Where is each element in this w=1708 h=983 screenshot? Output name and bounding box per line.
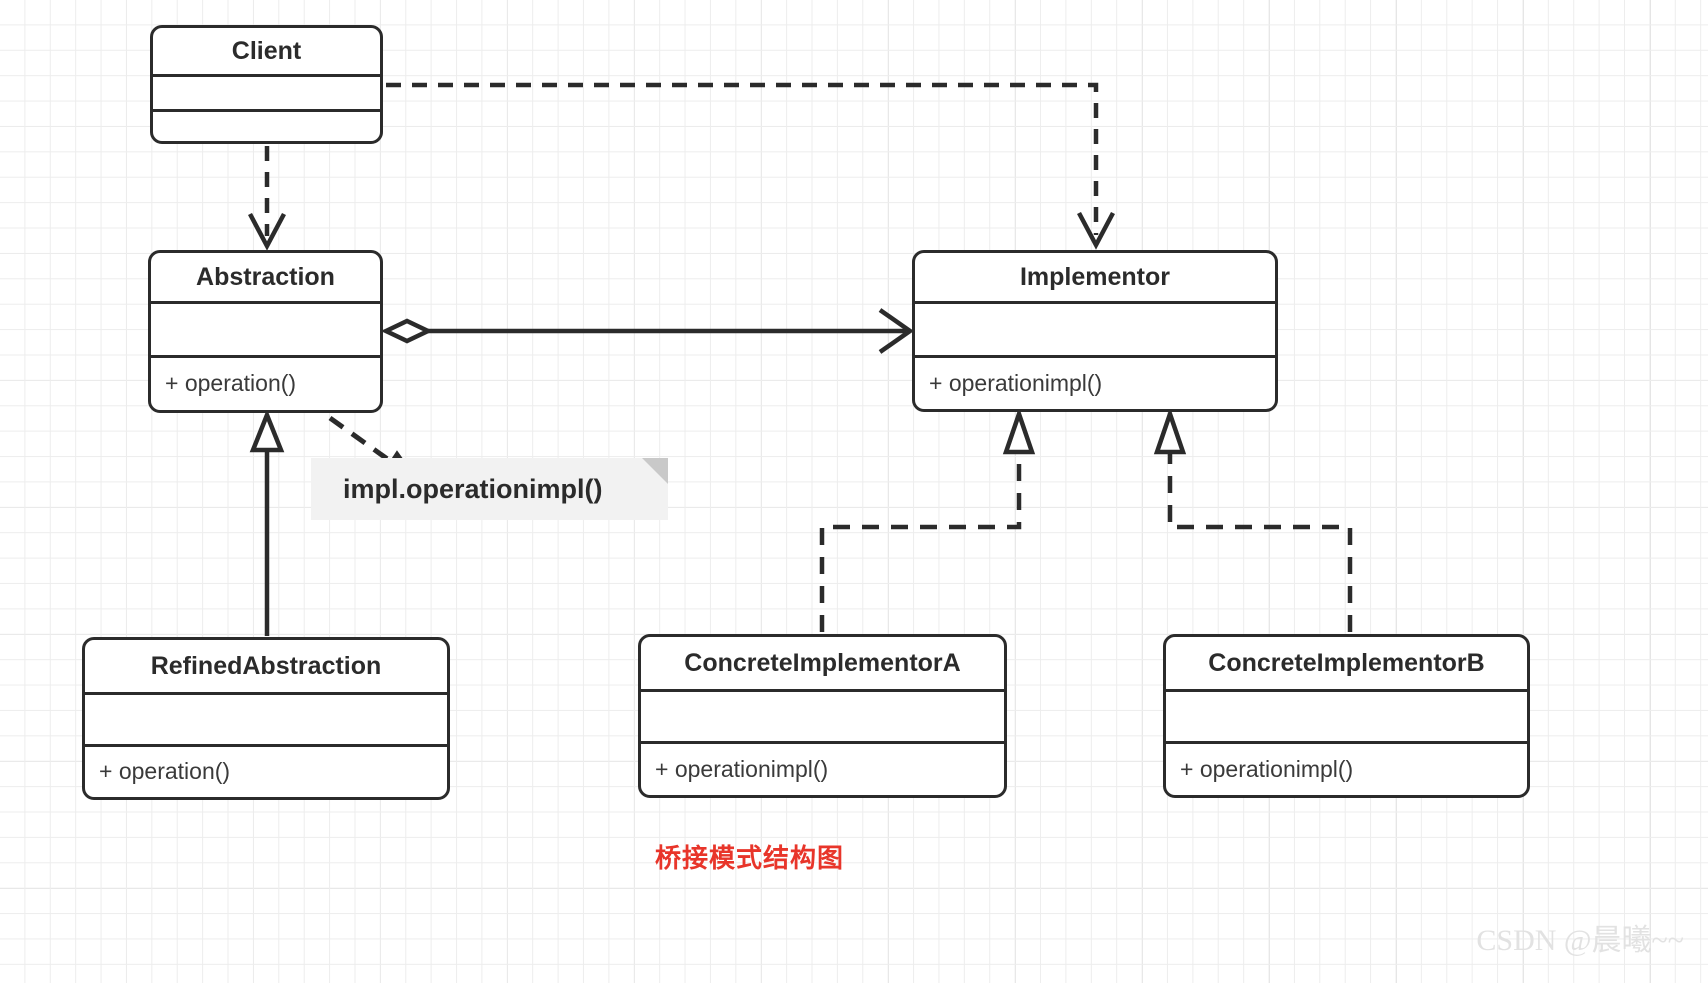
class-box-abstraction[interactable]: Abstraction + operation(): [148, 250, 383, 413]
aggregation-diamond: [380, 318, 434, 344]
diagram-caption: 桥接模式结构图: [655, 843, 845, 873]
generalization-triangle: [249, 408, 285, 453]
uml-note-text: impl.operationimpl(): [343, 473, 603, 504]
class-name-concrete-implementor-b: ConcreteImplementorB: [1166, 637, 1527, 693]
class-operation-concrete-implementor-b-operationimpl: + operationimpl(): [1180, 755, 1354, 782]
class-operations-client: [153, 112, 380, 141]
class-name-client: Client: [153, 28, 380, 78]
note-fold-corner-icon: [642, 458, 668, 484]
class-name-abstraction: Abstraction: [151, 253, 380, 305]
class-attributes-implementor: [915, 304, 1275, 358]
class-operation-abstraction-operation: + operation(): [165, 370, 297, 397]
class-attributes-concrete-implementor-b: [1166, 692, 1527, 744]
class-box-implementor[interactable]: Implementor + operationimpl(): [912, 250, 1278, 412]
class-attributes-concrete-implementor-a: [641, 692, 1004, 744]
realization-triangle-a: [1002, 407, 1036, 455]
link-concreteb-to-implementor: [1153, 407, 1353, 632]
class-box-concrete-implementor-b[interactable]: ConcreteImplementorB + operationimpl(): [1163, 634, 1530, 798]
class-box-client[interactable]: Client: [150, 25, 383, 144]
class-name-concrete-implementor-a: ConcreteImplementorA: [641, 637, 1004, 693]
link-refined-to-abstraction: [249, 408, 285, 636]
class-name-implementor: Implementor: [915, 253, 1275, 305]
watermark: CSDN @晨曦~~: [1476, 924, 1684, 957]
uml-note[interactable]: impl.operationimpl(): [311, 458, 668, 520]
link-concretea-to-implementor: [819, 407, 1036, 632]
link-abstraction-to-implementor: [380, 308, 914, 354]
class-attributes-refined-abstraction: [85, 695, 447, 747]
realization-triangle-b: [1153, 407, 1187, 455]
link-client-to-implementor: [386, 82, 1115, 250]
class-box-refined-abstraction[interactable]: RefinedAbstraction + operation(): [82, 637, 450, 800]
class-attributes-abstraction: [151, 304, 380, 358]
class-operation-refined-abstraction-operation: + operation(): [99, 758, 231, 785]
class-box-concrete-implementor-a[interactable]: ConcreteImplementorA + operationimpl(): [638, 634, 1007, 798]
open-arrow-head: [878, 308, 914, 354]
class-operation-implementor-operationimpl: + operationimpl(): [929, 369, 1103, 396]
class-operation-concrete-implementor-a-operationimpl: + operationimpl(): [655, 755, 829, 782]
class-name-refined-abstraction: RefinedAbstraction: [85, 640, 447, 696]
link-client-to-abstraction: [248, 146, 286, 251]
class-attributes-client: [153, 77, 380, 112]
